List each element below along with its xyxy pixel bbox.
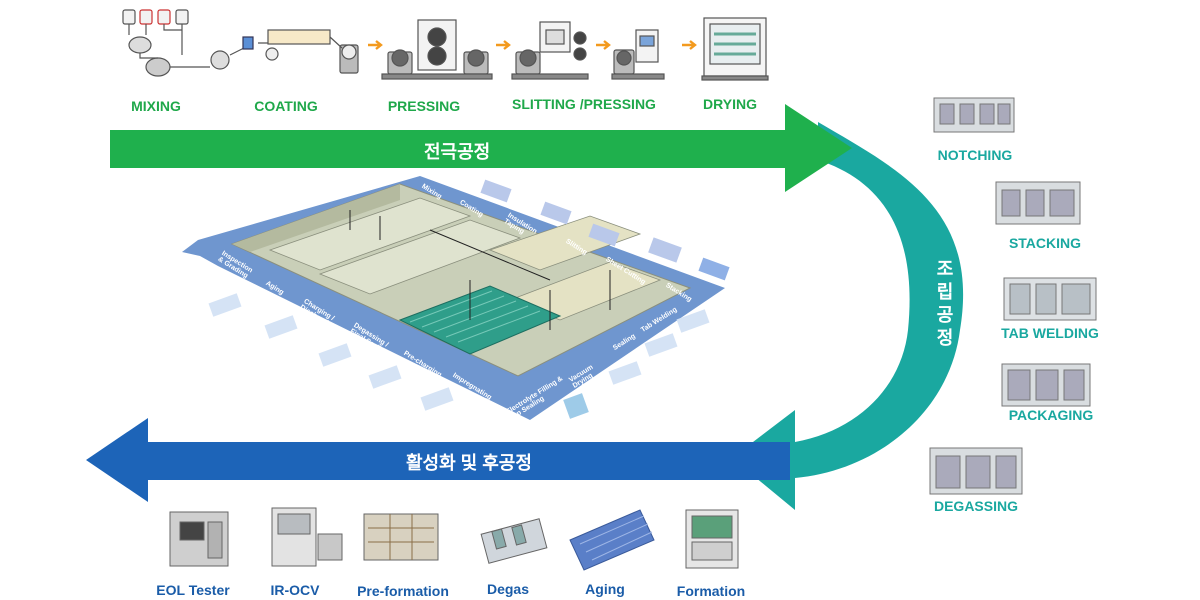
assembly-band-title: 조 립 공 정 <box>933 258 957 350</box>
assembly-step-label: DEGASSING <box>933 498 1018 514</box>
coating-machine-icon <box>258 29 359 74</box>
electrode-step-label: SLITTING /PRESSING <box>512 96 656 112</box>
formation-band-arrow <box>86 418 790 502</box>
assembly-step-label: NOTCHING <box>937 147 1013 163</box>
formation-step-label: Degas <box>486 581 530 597</box>
arrow-icon <box>596 40 611 50</box>
electrode-icons <box>122 9 769 81</box>
mixing-machine-icon <box>122 9 254 77</box>
formation-step-label: Pre-formation <box>357 583 449 599</box>
stacking-machine-icon <box>995 181 1081 225</box>
electrode-step-label: MIXING <box>131 98 181 114</box>
slitting-machine-icon <box>511 21 589 80</box>
degassing-machine-icon <box>929 447 1023 495</box>
aging-rack-icon <box>569 509 655 571</box>
formation-step-label: Formation <box>676 583 746 599</box>
formation-racks <box>398 285 562 355</box>
eol-tester-icon <box>169 511 229 567</box>
electrode-step-label: DRYING <box>703 96 757 112</box>
arrow-icon <box>682 40 697 50</box>
machinery-rows <box>268 197 472 271</box>
assembly-title-char: 립 <box>936 282 954 302</box>
electrode-step-label: COATING <box>254 98 318 114</box>
formation-step-label: Aging <box>585 581 625 597</box>
notching-machine-icon <box>933 97 1015 133</box>
arrow-icon <box>496 40 511 50</box>
electrode-step-label: PRESSING <box>387 98 461 114</box>
assembly-icons <box>929 97 1097 495</box>
formation-step-label: IR-OCV <box>270 582 320 598</box>
packaging-machine-icon <box>1001 363 1091 407</box>
pre-formation-icon <box>363 513 439 561</box>
formation-icons <box>169 507 739 571</box>
arrow-icon <box>368 40 383 50</box>
assembly-title-char: 조 <box>936 259 954 279</box>
degas-icon <box>480 518 548 564</box>
assembly-step-label: TAB WELDING <box>1001 325 1099 341</box>
electrode-band-title: 전극공정 <box>424 142 491 162</box>
formation-band-title: 활성화 및 후공정 <box>406 453 532 473</box>
assembly-title-char: 정 <box>936 328 954 348</box>
formation-step-label: EOL Tester <box>156 582 230 598</box>
factory-floor-diagram <box>182 176 730 420</box>
pressing-machine-icon <box>381 19 493 80</box>
electrode-band-arrow <box>110 104 852 192</box>
assembly-step-label: PACKAGING <box>1008 407 1094 423</box>
assembly-step-label: STACKING <box>1008 235 1082 251</box>
rewinder-machine-icon <box>611 29 665 80</box>
ir-ocv-icon <box>271 507 343 567</box>
drying-oven-icon <box>701 17 769 81</box>
formation-machine-icon <box>685 509 739 569</box>
assembly-curve-arrow <box>732 122 964 510</box>
tab-welding-machine-icon <box>1003 277 1097 321</box>
assembly-title-char: 공 <box>936 305 954 325</box>
